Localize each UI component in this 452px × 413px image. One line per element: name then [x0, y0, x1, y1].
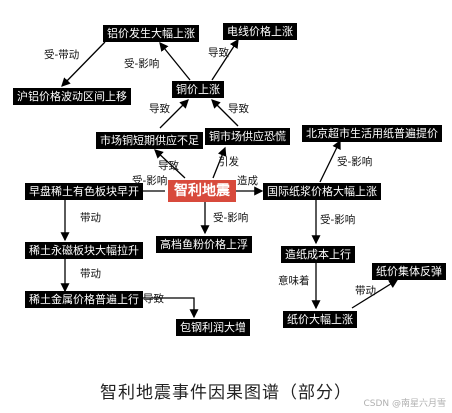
node-copper-price-up: 铜价上涨 — [172, 81, 224, 98]
label-yiweizhe: 意味着 — [278, 275, 310, 287]
label-shou-yingxiang-al: 受-影响 — [124, 58, 160, 70]
node-beijing-paper-price: 北京超市生活用纸普遍提价 — [302, 125, 442, 142]
edge-pulp-bj — [319, 139, 341, 183]
label-shou-yingxiang-rare: 受-影响 — [132, 175, 168, 187]
label-daozhi-center: 导致 — [158, 160, 179, 172]
label-daozhi-wire: 导致 — [208, 47, 229, 59]
edge-center-short — [154, 149, 186, 179]
node-al-price-surge: 铝价发生大幅上涨 — [103, 25, 199, 42]
edge-short-cu — [159, 99, 189, 129]
node-paper-price-rebound: 纸价集体反弹 — [372, 263, 446, 280]
label-shou-yingxiang-fish: 受-影响 — [213, 212, 249, 224]
node-rare-metal-price-up: 稀土金属价格普遍上行 — [25, 291, 143, 308]
edge-center-panic — [212, 146, 227, 179]
edge-al-hulv — [61, 41, 106, 87]
label-daidong-magnet: 带动 — [80, 212, 101, 224]
node-magnet-sector-rise: 稀土永磁板块大幅拉升 — [25, 242, 143, 259]
node-wire-price-up: 电线价格上涨 — [223, 23, 297, 40]
node-paper-price-surge: 纸价大幅上涨 — [283, 311, 357, 328]
edge-cu-al — [159, 41, 191, 81]
label-daozhi-panic: 导致 — [228, 103, 249, 115]
label-shou-daidong: 受-带动 — [44, 49, 80, 61]
label-daozhi-short: 导致 — [149, 103, 170, 115]
label-daidong-rebound: 带动 — [355, 285, 376, 297]
node-copper-supply-panic: 铜市场供应恐慌 — [205, 128, 290, 145]
label-daozhi-baogang: 导致 — [143, 293, 164, 305]
label-shou-yingxiang-bj: 受-影响 — [337, 156, 373, 168]
label-daidong-metal: 带动 — [80, 268, 101, 280]
watermark: CSDN @南星六月雪 — [363, 399, 446, 409]
edge-price-rebound — [351, 279, 399, 309]
label-yinfa: 引发 — [218, 156, 239, 168]
node-copper-short-supply: 市场铜短期供应不足 — [96, 132, 203, 149]
node-pulp-price-surge: 国际纸浆价格大幅上涨 — [263, 183, 381, 200]
node-fishmeal-price-up: 高档鱼粉价格上浮 — [156, 236, 252, 253]
label-zaocheng: 造成 — [237, 175, 258, 187]
node-rare-earth-early: 早盘稀土有色板块早开 — [25, 183, 143, 200]
edge-cu-wire — [211, 38, 239, 81]
diagram-title: 智利地震事件因果图谱（部分） — [100, 383, 352, 403]
node-papermaking-cost-up: 造纸成本上行 — [281, 246, 355, 263]
node-chile-earthquake: 智利地震 — [168, 180, 236, 202]
node-hulv-range-up: 沪铝价格波动区间上移 — [13, 88, 131, 105]
label-shou-yingxiang-cost: 受-影响 — [320, 214, 356, 226]
node-baogang-profit: 包钢利润大增 — [176, 319, 250, 336]
edge-metal-baogang — [140, 297, 199, 319]
edge-panic-cu — [211, 99, 239, 127]
